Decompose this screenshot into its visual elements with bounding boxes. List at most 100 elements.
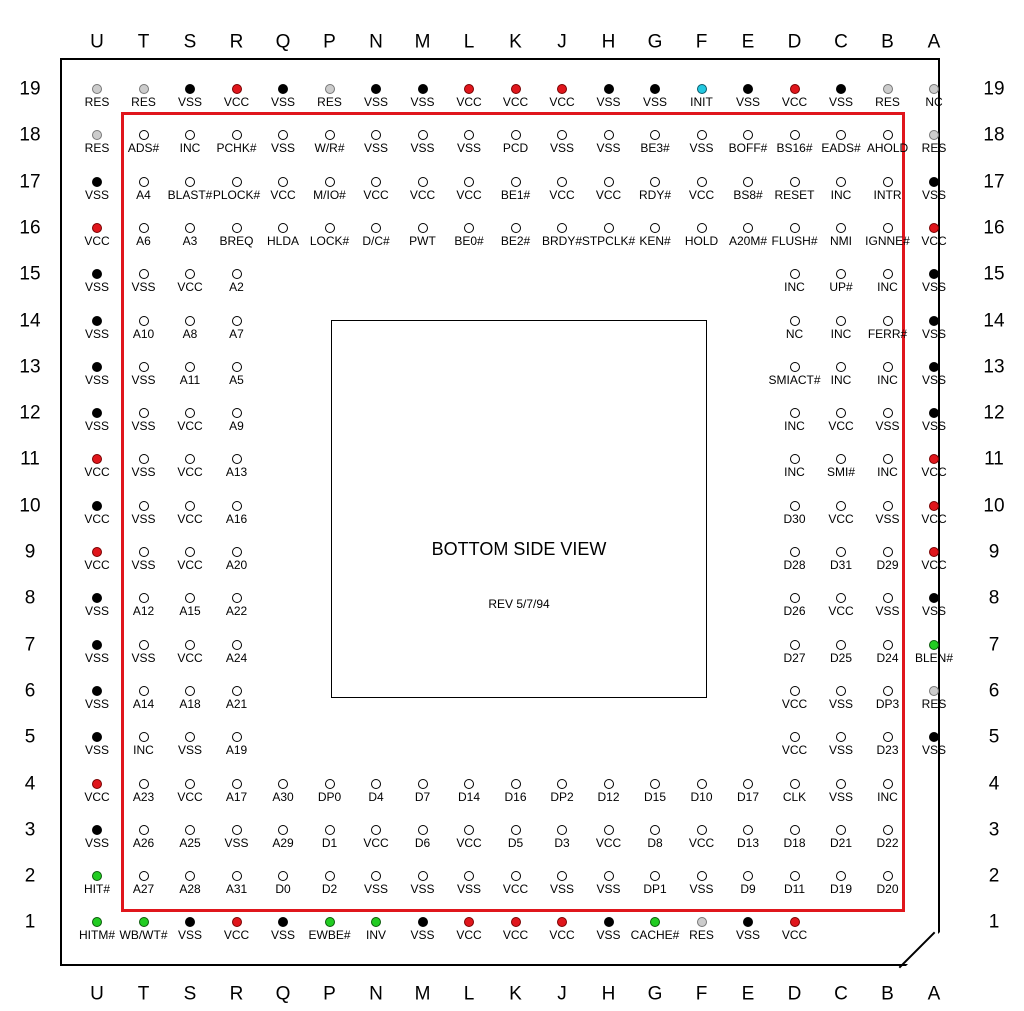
- pin: VSS: [271, 84, 295, 108]
- pin-label: VCC: [363, 835, 389, 850]
- pin: VSS: [410, 130, 435, 154]
- pin: AHOLD: [867, 130, 908, 154]
- pin-dot: [417, 778, 428, 789]
- pin-dot: [324, 778, 335, 789]
- pin-dot: [650, 871, 660, 882]
- pin: DP1: [643, 871, 667, 895]
- pin: VSS: [85, 269, 109, 293]
- pin-label: VSS: [410, 141, 435, 156]
- pin: VCC: [503, 917, 528, 941]
- pin-dot: [882, 222, 893, 233]
- pin-dot: [231, 778, 242, 789]
- row-label: 17: [983, 171, 1005, 193]
- pin-dot: [882, 130, 893, 141]
- pin: VCC: [549, 84, 575, 108]
- pin: D11: [784, 871, 805, 895]
- pin-dot: [929, 176, 939, 187]
- pin: D5: [508, 824, 523, 849]
- pin: VSS: [689, 871, 714, 895]
- pin: HOLD: [685, 222, 718, 247]
- pin: LOCK#: [310, 222, 349, 247]
- pin-dot: [92, 408, 102, 419]
- pin-label: D12: [597, 789, 620, 804]
- pin-label: INC: [179, 141, 201, 156]
- pin-dot: [231, 917, 242, 928]
- pin-dot: [557, 130, 567, 141]
- pin-label: VCC: [688, 187, 715, 202]
- pin-label: BLAST#: [167, 187, 213, 202]
- pin-dot: [789, 315, 800, 326]
- pin-label: VSS: [363, 882, 389, 897]
- pin: VCC: [84, 500, 110, 525]
- pin-dot: [464, 222, 474, 233]
- die-area: BOTTOM SIDE VIEW REV 5/7/94: [331, 320, 707, 698]
- pin: VSS: [875, 408, 900, 432]
- pin-label: D14: [457, 789, 481, 804]
- pin-label: VSS: [875, 419, 900, 434]
- row-label: 6: [24, 680, 36, 702]
- pin-label: VCC: [456, 928, 482, 943]
- pin-label: VSS: [596, 882, 621, 897]
- chamfer-corner: [906, 932, 940, 966]
- pin-dot: [231, 130, 242, 141]
- pin: VCC: [549, 917, 575, 941]
- pin-dot: [417, 222, 428, 233]
- pin-dot: [696, 778, 707, 789]
- pin: A20M#: [729, 222, 767, 247]
- pin-label: A21: [225, 696, 248, 711]
- pin: A25: [179, 824, 201, 849]
- pin: DP2: [550, 778, 574, 803]
- pin-dot: [231, 84, 242, 94]
- pin: VSS: [736, 84, 760, 108]
- pin: VSS: [922, 315, 946, 340]
- pin-label: D21: [829, 835, 853, 850]
- row-label: 7: [24, 634, 36, 656]
- pin: VSS: [131, 639, 156, 664]
- pin: A30: [272, 778, 294, 803]
- pin: RES: [922, 685, 946, 710]
- pin-label: A24: [225, 650, 248, 665]
- pin-dot: [231, 732, 242, 743]
- pin-label: VCC: [781, 95, 808, 109]
- pin-label: A26: [132, 835, 155, 850]
- pin-dot: [371, 824, 381, 835]
- pin-label: D2: [321, 882, 338, 897]
- pin-label: BE1#: [500, 187, 531, 202]
- pin: HIT#: [84, 871, 110, 895]
- pin: VSS: [85, 408, 109, 432]
- pin: D/C#: [362, 222, 390, 247]
- pin: VCC: [689, 824, 714, 849]
- pin: INC: [877, 361, 898, 386]
- pin-dot: [92, 269, 102, 280]
- pin: INC: [133, 732, 154, 756]
- pin-label: VSS: [131, 558, 156, 572]
- pin-label: VSS: [177, 95, 203, 109]
- pin-label: LOCK#: [309, 233, 350, 248]
- pin: RES: [85, 130, 109, 154]
- row-label: 13: [19, 356, 41, 378]
- pin-dot: [185, 732, 195, 743]
- pin: A15: [179, 593, 201, 617]
- pin: BREQ: [219, 222, 254, 247]
- pin-dot: [324, 824, 335, 835]
- pin-label: A12: [132, 604, 155, 619]
- pin: BE2#: [501, 222, 530, 247]
- pin: BOFF#: [729, 130, 767, 154]
- pin-dot: [696, 824, 707, 835]
- pin-label: A30: [272, 789, 294, 804]
- pin-dot: [464, 130, 474, 141]
- pin: VCC: [363, 824, 389, 849]
- pin-label: A3: [182, 233, 198, 248]
- pin: VSS: [829, 778, 853, 803]
- pin: VSS: [271, 130, 295, 154]
- pin: A18: [179, 685, 201, 710]
- row-label: 7: [988, 634, 1000, 656]
- pin: VSS: [643, 84, 667, 108]
- pin-dot: [743, 871, 753, 882]
- pin-label: VCC: [84, 465, 110, 480]
- row-label: 14: [19, 310, 41, 331]
- pin-label: AHOLD: [866, 141, 909, 156]
- pin-dot: [138, 639, 149, 650]
- die-title: BOTTOM SIDE VIEW: [431, 539, 607, 559]
- pin-label: VSS: [735, 95, 761, 109]
